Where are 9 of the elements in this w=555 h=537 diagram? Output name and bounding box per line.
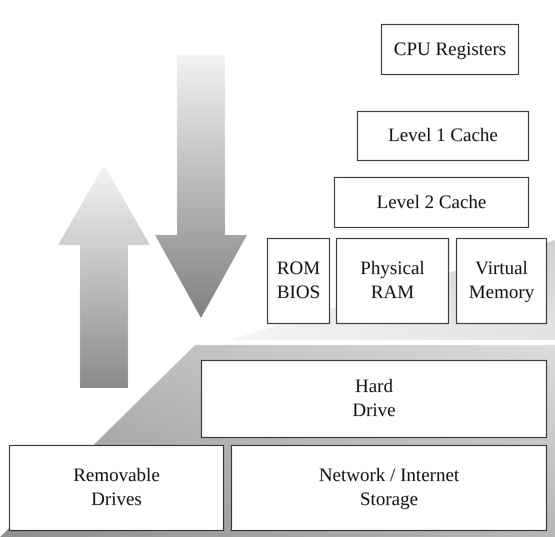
memory-level-box: Hard Drive — [201, 360, 547, 438]
memory-level-box: Physical RAM — [336, 238, 449, 324]
memory-level-box: Level 2 Cache — [334, 177, 529, 228]
memory-level-box: Network / Internet Storage — [231, 445, 547, 531]
memory-level-box: Removable Drives — [9, 445, 224, 531]
memory-level-box: ROM BIOS — [267, 238, 330, 324]
memory-level-box: Virtual Memory — [456, 238, 547, 324]
memory-level-box: Level 1 Cache — [357, 111, 529, 161]
memory-level-box: CPU Registers — [381, 24, 519, 75]
